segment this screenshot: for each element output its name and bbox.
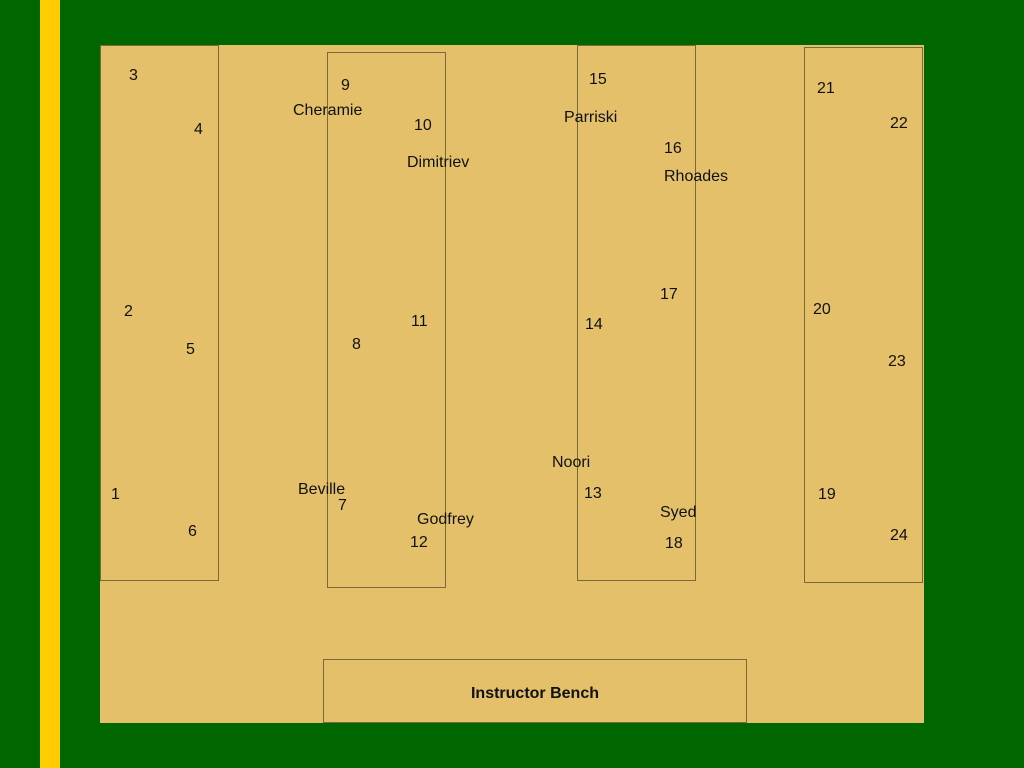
station-number: 6 xyxy=(188,523,197,540)
student-name-syed: Syed xyxy=(660,504,697,521)
station-number: 4 xyxy=(194,121,203,138)
instructor-bench: Instructor Bench xyxy=(323,659,747,723)
student-name-parriski: Parriski xyxy=(564,109,618,126)
station-number: 2 xyxy=(124,303,133,320)
bench-column-3 xyxy=(577,45,696,581)
station-number: 14 xyxy=(585,316,603,333)
student-name-cheramie: Cheramie xyxy=(293,102,363,119)
bench-column-4 xyxy=(804,47,923,583)
student-name-godfrey: Godfrey xyxy=(417,511,474,528)
station-number: 23 xyxy=(888,353,906,370)
station-number: 17 xyxy=(660,286,678,303)
station-number: 21 xyxy=(817,80,835,97)
station-number: 5 xyxy=(186,341,195,358)
student-name-dimitriev: Dimitriev xyxy=(407,154,470,171)
station-number: 13 xyxy=(584,485,602,502)
student-name-rhoades: Rhoades xyxy=(664,168,729,185)
bench-column-2 xyxy=(327,52,446,588)
station-number: 11 xyxy=(411,313,428,330)
station-number: 18 xyxy=(665,535,683,552)
lab-room xyxy=(100,45,924,723)
station-number: 24 xyxy=(890,527,908,544)
station-number: 8 xyxy=(352,336,361,353)
yellow-stripe xyxy=(40,0,60,768)
station-number: 19 xyxy=(818,486,836,503)
station-number: 1 xyxy=(111,486,120,503)
bench-column-1 xyxy=(100,45,219,581)
station-number: 7 xyxy=(338,497,347,514)
student-name-noori: Noori xyxy=(552,454,591,471)
station-number: 12 xyxy=(410,534,428,551)
station-number: 10 xyxy=(414,117,432,134)
instructor-bench-label: Instructor Bench xyxy=(470,685,599,702)
station-number: 15 xyxy=(589,71,607,88)
station-number: 9 xyxy=(341,77,350,94)
station-number: 3 xyxy=(129,67,138,84)
station-number: 16 xyxy=(664,140,682,157)
station-number: 20 xyxy=(813,301,831,318)
station-number: 22 xyxy=(890,115,908,132)
student-name-beville: Beville xyxy=(298,481,346,498)
